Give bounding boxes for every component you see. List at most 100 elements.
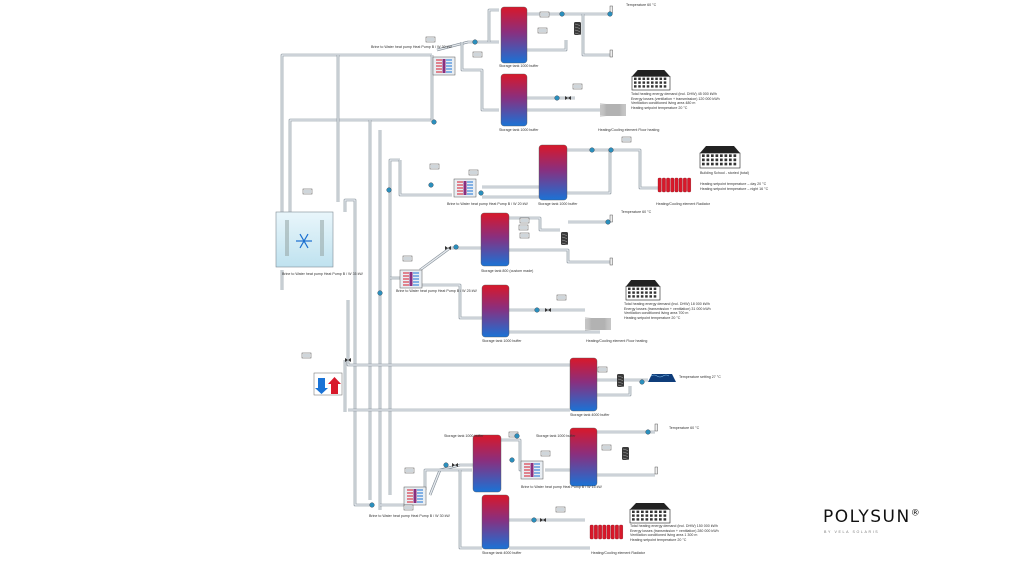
pump bbox=[509, 457, 515, 463]
building-window bbox=[642, 81, 646, 84]
building-window bbox=[649, 287, 652, 290]
pipe bbox=[420, 284, 482, 319]
radiator-icon bbox=[610, 524, 615, 540]
temp-b-label: Temperature 60 °C bbox=[669, 426, 700, 430]
pump-icon bbox=[639, 379, 645, 385]
controller-display bbox=[539, 29, 546, 32]
building-window bbox=[659, 510, 662, 513]
storage-tank bbox=[480, 212, 510, 267]
floor-heating-icon bbox=[584, 317, 612, 331]
bld3-line4: Heating setpoint temperature 20 °C bbox=[624, 315, 681, 320]
hx-plate bbox=[574, 32, 581, 35]
radiator-row2-label: Heating/Cooling element Radiator bbox=[656, 202, 710, 206]
pump bbox=[369, 502, 375, 508]
controller bbox=[540, 450, 551, 457]
controller bbox=[518, 224, 529, 231]
building-window bbox=[724, 162, 728, 166]
heat-pump bbox=[399, 269, 423, 289]
building-window bbox=[663, 81, 667, 84]
pump bbox=[531, 517, 537, 523]
building-window bbox=[642, 85, 646, 88]
snowflake-icon bbox=[303, 240, 309, 249]
compressor bbox=[530, 463, 534, 477]
radiator-icon bbox=[662, 177, 666, 193]
pump-icon bbox=[386, 187, 392, 193]
valve-icon bbox=[452, 463, 458, 467]
controller-display bbox=[304, 190, 311, 193]
hx-plate bbox=[561, 233, 568, 236]
temperature-sensor bbox=[654, 466, 658, 475]
building-window bbox=[711, 162, 714, 166]
radiator-icon bbox=[606, 524, 611, 540]
controller-display bbox=[558, 296, 565, 299]
pump bbox=[453, 244, 459, 250]
controller-display bbox=[431, 165, 438, 168]
bld2-line3: Heating setpoint temperature – day 20 °C bbox=[700, 182, 767, 186]
heat-exchanger bbox=[617, 374, 624, 387]
controller bbox=[301, 352, 312, 359]
hx-plate bbox=[617, 381, 624, 384]
tank-icon bbox=[500, 73, 528, 127]
radiator-icon bbox=[594, 524, 598, 540]
pump bbox=[589, 147, 595, 153]
pipe bbox=[509, 217, 560, 231]
storage-tank bbox=[481, 494, 510, 550]
hx-plate bbox=[617, 378, 624, 381]
bld4-line2: Energy losses (transmission + ventilatio… bbox=[630, 528, 719, 533]
building-window bbox=[659, 81, 663, 84]
pump bbox=[478, 190, 484, 196]
floor-heating bbox=[599, 103, 627, 117]
pipe bbox=[347, 300, 570, 366]
building-window bbox=[715, 158, 719, 162]
components bbox=[275, 5, 741, 550]
pump-icon bbox=[534, 307, 540, 313]
building-window bbox=[653, 291, 657, 294]
bld3-line3: Ventilation conditioned living area 700 … bbox=[624, 311, 689, 315]
pump bbox=[443, 462, 449, 468]
bld2-line4: Heating setpoint temperature – night 16 … bbox=[700, 187, 769, 191]
building-window bbox=[632, 287, 635, 290]
hp-row2-label: Brine to Water heat pump Heat Pump B / W… bbox=[447, 202, 528, 206]
building-window bbox=[729, 154, 732, 157]
valve bbox=[452, 463, 458, 467]
pipe bbox=[527, 40, 567, 51]
pipe-outline bbox=[388, 158, 400, 495]
tank-icon bbox=[481, 494, 510, 550]
building-window bbox=[711, 158, 714, 162]
pump bbox=[377, 290, 383, 296]
building-window bbox=[636, 510, 640, 513]
hx-plate bbox=[574, 26, 581, 29]
bld3-line2: Energy losses (transmission + ventilatio… bbox=[624, 306, 711, 311]
temperature-icon bbox=[609, 257, 613, 266]
compressor bbox=[442, 59, 446, 73]
controller-display bbox=[427, 38, 434, 41]
radiator-icon bbox=[602, 524, 607, 540]
building-window bbox=[634, 81, 637, 84]
controller bbox=[403, 504, 414, 511]
storage-tank bbox=[500, 6, 528, 64]
radiator-icon bbox=[615, 524, 619, 540]
valve-icon bbox=[540, 518, 546, 522]
bld1-line2: Energy losses (ventilation + transmissio… bbox=[631, 96, 720, 101]
pipe bbox=[389, 159, 400, 495]
building-window bbox=[645, 518, 649, 521]
temperature-sensor bbox=[609, 49, 613, 58]
building-window bbox=[651, 81, 654, 84]
radiator-icon bbox=[619, 524, 623, 540]
storage-tank bbox=[538, 144, 568, 201]
building-window bbox=[711, 154, 714, 157]
pipe-outline bbox=[509, 248, 610, 264]
building-window bbox=[628, 291, 631, 294]
pipe bbox=[566, 150, 611, 194]
heat-pump bbox=[520, 460, 544, 480]
building-window bbox=[733, 162, 737, 166]
controller-display bbox=[474, 53, 481, 56]
pipe-network bbox=[280, 8, 658, 550]
building-window bbox=[650, 514, 653, 517]
controller-display bbox=[470, 171, 477, 174]
building-window bbox=[645, 510, 649, 513]
controller bbox=[556, 294, 567, 301]
hot-cold-unit bbox=[313, 372, 343, 396]
controller bbox=[302, 188, 313, 195]
controller-display bbox=[623, 138, 630, 141]
